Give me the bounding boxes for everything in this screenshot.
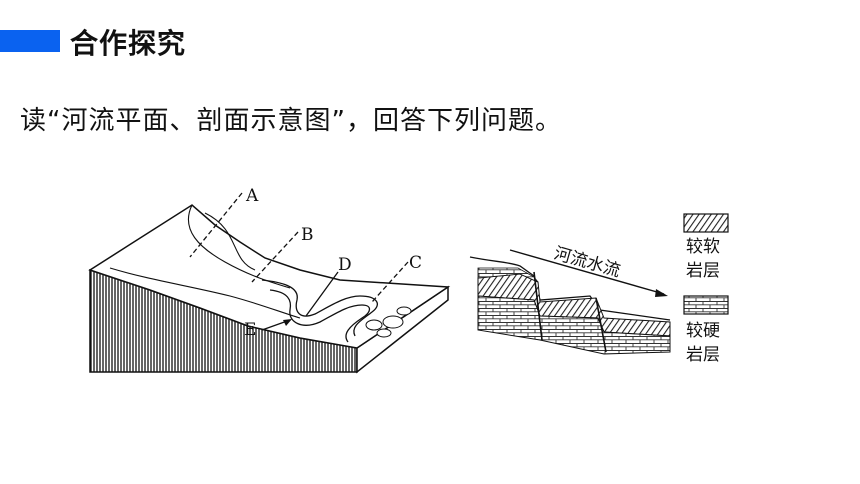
river-channel-lower — [269, 289, 371, 343]
river-profile-section: 河流水流 较软 岩层 较硬 岩层 — [469, 213, 729, 365]
legend-soft-line1: 较软 — [686, 237, 720, 257]
block-top-surface — [88, 204, 451, 349]
legend-hard-rock-swatch — [683, 295, 729, 315]
legend-hard-line1: 较硬 — [686, 321, 720, 341]
legend-soft-line2: 岩层 — [686, 261, 720, 281]
section-title: 合作探究 — [70, 27, 187, 60]
river-plan-block-diagram: A B C D E — [88, 186, 451, 374]
river-channel-upper — [261, 279, 378, 337]
label-c: C — [409, 253, 422, 273]
question-text: 读“河流平面、剖面示意图”，回答下列问题。 — [20, 106, 562, 136]
legend-soft-rock-swatch — [683, 213, 729, 233]
label-a: A — [245, 186, 259, 206]
label-e: E — [244, 320, 256, 340]
label-b: B — [301, 225, 314, 245]
legend-hard-line2: 岩层 — [686, 345, 720, 365]
label-d: D — [338, 255, 352, 275]
flow-label: 河流水流 — [552, 244, 623, 282]
title-accent-bar — [0, 30, 60, 52]
